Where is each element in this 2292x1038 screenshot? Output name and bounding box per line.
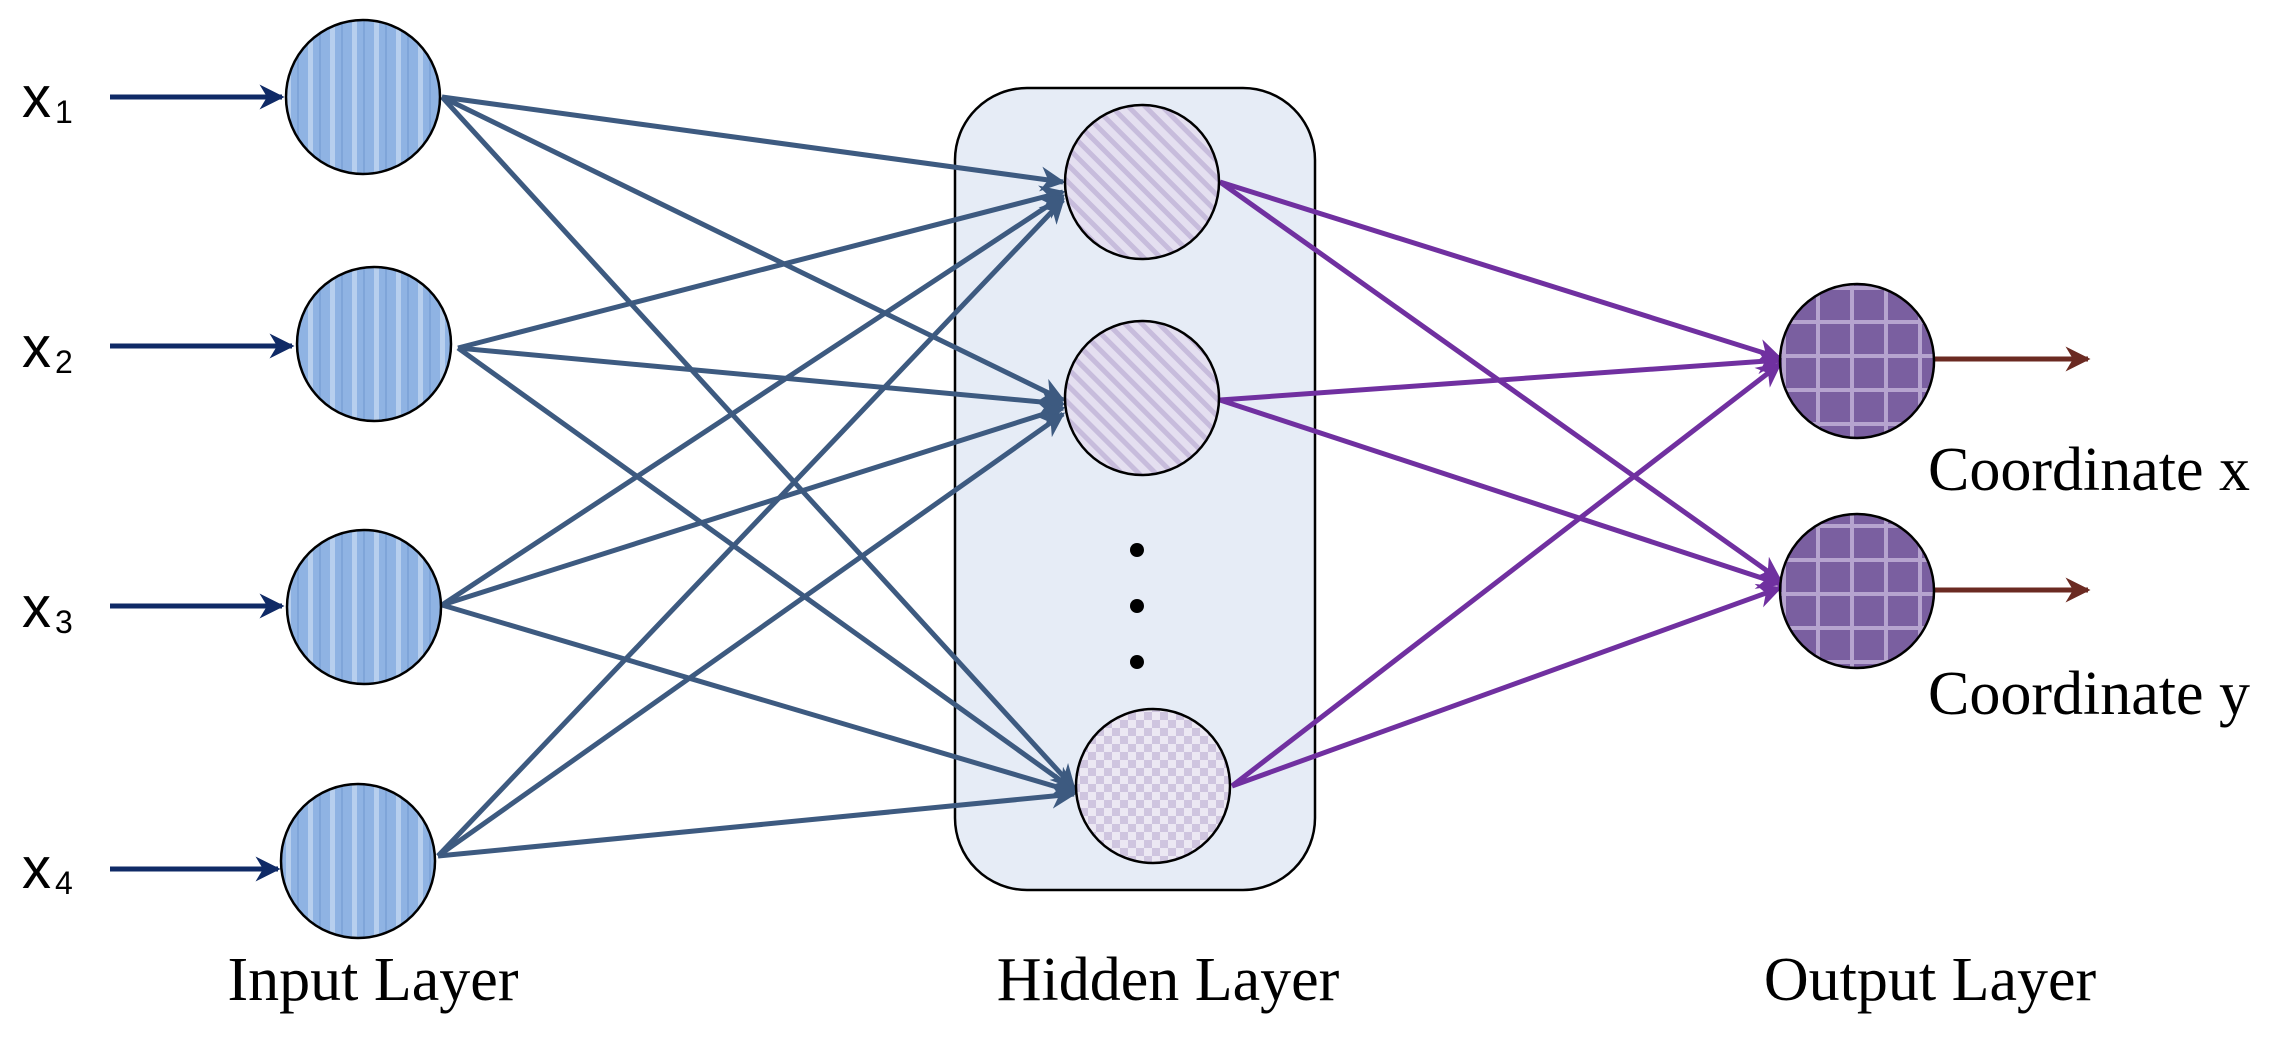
- hidden-node-1: [1063, 103, 1221, 261]
- edge-h1-o1: [1219, 179, 1783, 364]
- output-arrows: [1935, 346, 2091, 603]
- input-layer-label: Input Layer: [228, 946, 519, 1014]
- output-node-y: [1778, 512, 1936, 670]
- input-node-3: [285, 528, 443, 686]
- hidden-nodes: [1063, 103, 1232, 865]
- edge-x3-h2: [441, 402, 1066, 608]
- edge-x4-h1: [436, 198, 1065, 858]
- edge-x1-h1: [441, 94, 1066, 192]
- edge-x4-h3: [437, 783, 1077, 859]
- output-label-x: Coordinate x: [1928, 436, 2250, 504]
- hidden-layer-label: Hidden Layer: [997, 946, 1340, 1014]
- edge-x1-h3: [440, 95, 1076, 790]
- hidden-node-3: [1074, 707, 1232, 865]
- edge-x4-h2: [436, 411, 1066, 859]
- output-label-y: Coordinate y: [1928, 660, 2250, 728]
- input-node-2: [295, 265, 453, 423]
- edge-x2-h1: [457, 185, 1066, 351]
- output-node-x: [1778, 282, 1936, 440]
- edge-x1-h2: [440, 94, 1066, 403]
- input-nodes: [279, 18, 453, 940]
- edge-x2-h2: [457, 345, 1066, 415]
- ellipsis-dot-2: [1130, 599, 1144, 613]
- edge-h3-o2: [1231, 583, 1783, 789]
- edge-h2-o2: [1219, 397, 1783, 589]
- edge-h2-o1: [1219, 349, 1783, 403]
- input-arrows: [110, 84, 295, 882]
- input-node-4: [279, 782, 437, 940]
- input-node-1: [284, 18, 442, 176]
- edge-x2-h3: [456, 345, 1077, 793]
- ellipsis-dot-3: [1130, 655, 1144, 669]
- input-hidden-connections: [436, 94, 1077, 859]
- edge-x3-h3: [441, 602, 1077, 798]
- hidden-ellipsis: [1130, 543, 1144, 669]
- ellipsis-dot-1: [1130, 543, 1144, 557]
- edge-h3-o1: [1230, 362, 1782, 788]
- edge-x3-h1: [440, 193, 1066, 608]
- hidden-output-connections: [1218, 179, 1783, 789]
- output-layer-label: Output Layer: [1764, 946, 2097, 1014]
- hidden-node-2: [1063, 319, 1221, 477]
- output-nodes: [1778, 282, 1936, 670]
